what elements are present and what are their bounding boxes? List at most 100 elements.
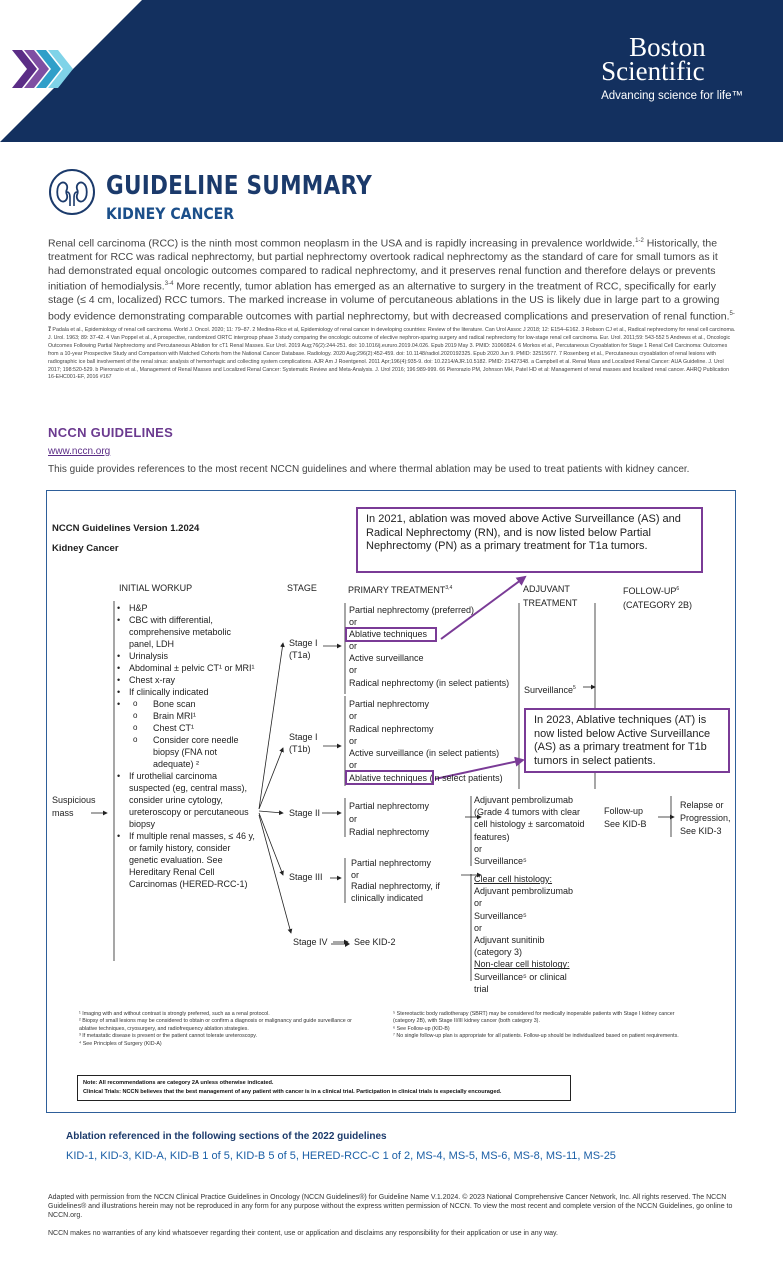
page-subtitle: KIDNEY CANCER — [106, 204, 235, 223]
t1b-radical-nephrectomy: Radical nephrectomy — [349, 723, 434, 734]
s2-adj-line: cell histology ± sarcomatoid — [474, 819, 585, 830]
footnote: ⁷ No single follow-up plan is appropriat… — [393, 1033, 679, 1040]
s3-adj-line: or — [474, 898, 483, 909]
warranty-disclaimer: NCCN makes no warranties of any kind wha… — [48, 1230, 558, 1237]
or-text: or — [349, 760, 358, 771]
adapted-permission: Adapted with permission from the NCCN Cl… — [48, 1194, 733, 1219]
or-text: or — [349, 617, 358, 628]
suspicious-line-2: mass — [52, 808, 74, 818]
suspicious-mass: Suspicious mass — [52, 794, 96, 820]
stage-ii-adjuvant: Adjuvant pembrolizumab (Grade 4 tumors w… — [474, 794, 585, 867]
col-stage: STAGE — [287, 583, 317, 593]
s2-adj-line: or — [474, 843, 483, 854]
footnote: ¹ Imaging with and without contrast is s… — [79, 1011, 270, 1017]
t1a-partial-nephrectomy: Partial nephrectomy (preferred) — [349, 605, 475, 615]
callout-2023: In 2023, Ablative techniques (AT) is now… — [524, 708, 730, 773]
workup-subitem: Consider core needle biopsy (FNA not ade… — [129, 734, 257, 770]
or-text: or — [349, 735, 358, 746]
followup-label-2: (CATEGORY 2B) — [623, 600, 693, 610]
note-box: Note: All recommendations are category 2… — [77, 1075, 571, 1101]
stage-iii-adjuvant: Clear cell histology: Adjuvant pembroliz… — [474, 873, 573, 995]
footnote: ⁵ Stereotactic body radiotherapy (SBRT) … — [393, 1011, 675, 1025]
surveillance-sup: 5 — [573, 685, 576, 691]
cancer-type: Kidney Cancer — [52, 543, 119, 554]
workup-item: CBC with differential, comprehensive met… — [117, 614, 257, 650]
stage-ii-follow-up: Follow-up See KID-B — [604, 805, 647, 831]
adjuvant-label-2: TREATMENT — [523, 598, 578, 608]
s2-radial-nephrectomy: Radial nephrectomy — [349, 827, 430, 837]
s3-adj-line: (category 3) — [474, 947, 523, 958]
stage-ii: Stage II — [289, 808, 321, 818]
stage-iv: Stage IV — [293, 937, 328, 947]
nccn-description: This guide provides references to the mo… — [48, 464, 690, 475]
workup-item: Abdominal ± pelvic CT¹ or MRI¹ — [117, 662, 257, 674]
boston-scientific-logo: Boston Scientific Advancing science for … — [601, 32, 743, 103]
workup-list: H&P CBC with differential, comprehensive… — [117, 602, 257, 890]
s3-non-clear-cell-heading: Non-clear cell histology: — [474, 959, 570, 970]
relapse-progression: Relapse or Progression, See KID-3 — [680, 799, 731, 838]
or-text: or — [349, 665, 358, 676]
footnote: ³ If metastatic disease is present or th… — [79, 1033, 258, 1040]
workup-item: If clinically indicated — [117, 686, 257, 698]
t1b-ablative-line: Ablative techniques (in select patients) — [349, 772, 503, 784]
adjuvant-label-1: ADJUVANT — [523, 584, 570, 594]
followup-label-1: FOLLOW-UP — [623, 586, 677, 596]
s3-adj-line: Surveillance⁵ — [474, 910, 527, 921]
s3-partial-nephrectomy: Partial nephrectomy — [351, 858, 432, 868]
callout-2021: In 2021, ablation was moved above Active… — [356, 507, 703, 573]
col-follow-up: FOLLOW-UP6 (CATEGORY 2B) — [623, 582, 692, 612]
workup-item: Urinalysis — [117, 650, 257, 662]
followup-sup: 6 — [676, 586, 680, 592]
t1b-ablative-techniques: Ablative techniques — [349, 772, 428, 783]
s3-adj-line: or — [474, 922, 483, 933]
t1a-active-surveillance: Active surveillance — [349, 653, 424, 664]
intro-text-1: Renal cell carcinoma (RCC) is the ninth … — [48, 237, 636, 250]
primary-sup: 3,4 — [445, 585, 453, 591]
t1b-ablative-highlight — [345, 770, 434, 785]
or-text: or — [349, 814, 358, 824]
references: 1 Padala et al., Epidemiology of renal c… — [48, 327, 736, 381]
intro-text-2: Historically, the treatment for RCC was … — [48, 237, 718, 293]
col-adjuvant: ADJUVANT TREATMENT — [523, 582, 577, 610]
intro-sup-2: 3-4 — [164, 281, 174, 288]
footnotes-right: ⁵ Stereotactic body radiotherapy (SBRT) … — [393, 1011, 683, 1041]
ablation-section-list: KID-1, KID-3, KID-A, KID-B 1 of 5, KID-B… — [66, 1150, 616, 1162]
stage-iv-arrow — [331, 941, 350, 947]
nccn-link[interactable]: www.nccn.org — [48, 446, 111, 457]
surveillance-t1: Surveillance5 — [524, 682, 576, 696]
s2-adj-line: Surveillance⁵ — [474, 856, 527, 867]
col-initial-workup: INITIAL WORKUP — [119, 583, 193, 593]
guideline-version: NCCN Guidelines Version 1.2024 Kidney Ca… — [52, 519, 199, 559]
version-text: NCCN Guidelines Version 1.2024 — [52, 523, 200, 534]
ablation-heading: Ablation referenced in the following sec… — [66, 1131, 387, 1142]
stage-iii-treatments: Partial nephrectomy or Radial nephrectom… — [351, 858, 440, 904]
or-text: or — [349, 641, 358, 652]
s3-adj-line: Surveillance⁵ or clinical — [474, 971, 567, 982]
s3-clinically-indicated: clinically indicated — [351, 892, 424, 903]
s3-clear-cell-heading: Clear cell histology: — [474, 874, 553, 884]
s2-adj-line: features) — [474, 831, 510, 842]
t1a-ablative-techniques: Ablative techniques — [349, 629, 428, 640]
nccn-heading: NCCN GUIDELINES — [48, 425, 174, 440]
s2-see-kid-b: See KID-B — [604, 819, 647, 829]
page-title: GUIDELINE SUMMARY — [106, 171, 373, 201]
intro-paragraph: Renal cell carcinoma (RCC) is the ninth … — [48, 235, 736, 340]
workup-subgroup: Bone scan Brain MRI¹ Chest CT¹ Consider … — [117, 698, 257, 770]
t1a-radical-nephrectomy: Radical nephrectomy (in select patients) — [349, 677, 510, 688]
t1a-treatments: Partial nephrectomy (preferred) or Ablat… — [349, 604, 509, 689]
t1b-active-surveillance: Active surveillance (in select patients) — [349, 748, 500, 759]
stage-t1b-label: Stage I — [289, 732, 318, 742]
col-primary-treatment: PRIMARY TREATMENT3,4 — [348, 582, 452, 596]
t1b-treatments: Partial nephrectomy or Radical nephrecto… — [349, 698, 503, 784]
brand-line-2: Scientific — [601, 56, 705, 86]
workup-item: If multiple renal masses, ≤ 46 y, or fam… — [117, 830, 257, 890]
brand-line-1: Boston — [629, 32, 706, 62]
s3-adj-line: trial — [474, 983, 489, 994]
header-banner: Boston Scientific Advancing science for … — [0, 0, 783, 142]
stage-t1b-code: (T1b) — [289, 744, 311, 754]
t1b-select-patients: (in select patients) — [427, 772, 503, 783]
s2-adj-line: (Grade 4 tumors with clear — [474, 807, 581, 818]
footnote: ⁶ See Follow-up (KID-B) — [393, 1025, 450, 1032]
suspicious-line-1: Suspicious — [52, 795, 96, 805]
workup-subitem: Bone scan — [129, 698, 257, 710]
